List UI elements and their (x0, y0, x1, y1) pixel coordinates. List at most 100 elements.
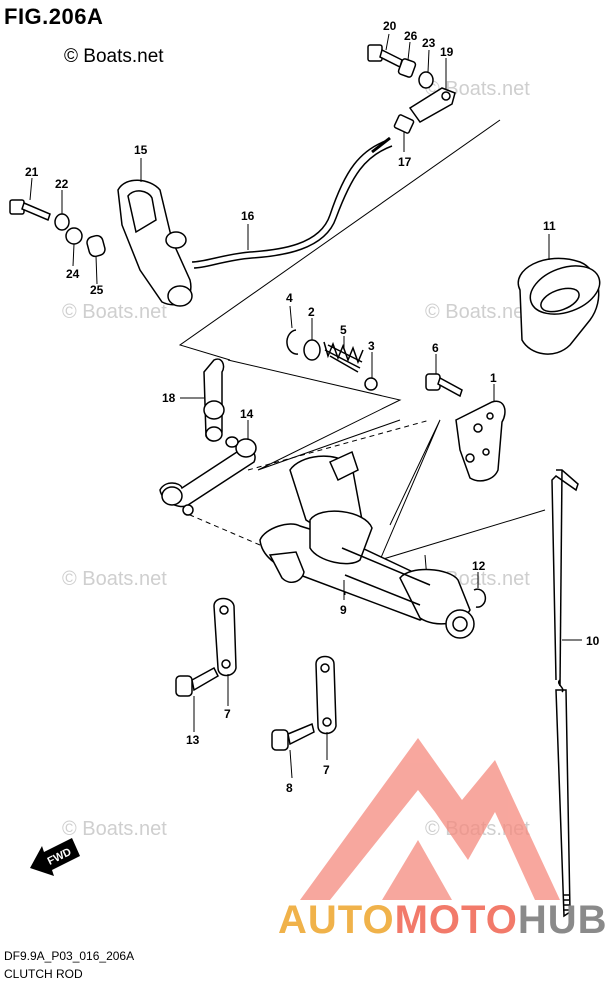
callout-label: 23 (422, 36, 436, 50)
lever-slot (127, 190, 157, 234)
leader-line (407, 41, 411, 61)
link-pin (205, 426, 223, 442)
link-7-hole (221, 659, 231, 669)
callout-label: 13 (186, 733, 200, 747)
callout-label: 18 (162, 391, 176, 405)
rod-joint-19-hole (441, 91, 451, 101)
callout-label: 26 (404, 29, 418, 43)
leader-line (385, 33, 390, 51)
callout-label: 15 (134, 143, 148, 157)
callout-label: 19 (440, 45, 454, 59)
clutch-rod-16 (191, 136, 393, 269)
plate-assembly (425, 373, 506, 482)
rod-thread (371, 136, 391, 154)
callout-label: 1 (490, 371, 497, 385)
grommet-hole (540, 287, 580, 313)
rod-10-body (559, 469, 563, 687)
rod-joint-assembly (367, 44, 456, 134)
lever-14-boss (235, 438, 257, 458)
rod-10-body (551, 469, 579, 681)
forward-arrow: FWD (30, 838, 80, 876)
rod-body (193, 145, 393, 269)
lever-14-boss (161, 486, 183, 506)
callout-label: 24 (66, 267, 80, 281)
rod-10-break (558, 679, 564, 693)
collar-26 (397, 58, 417, 78)
link-7-hole (320, 663, 330, 673)
shift-shaft-9 (259, 450, 475, 639)
nut-17 (393, 114, 415, 134)
callout-label: 21 (25, 165, 39, 179)
callout-label: 14 (240, 407, 254, 421)
plate-hole (473, 423, 483, 433)
bolt-21-shank (21, 201, 51, 222)
leader-line (427, 49, 430, 73)
link-18 (203, 358, 225, 442)
callout-numbers: 20 26 23 19 17 15 16 21 22 24 25 11 4 2 … (25, 19, 600, 795)
guide-line (379, 509, 546, 561)
bolt-20 (367, 44, 383, 62)
bolt-13-shank (191, 666, 219, 692)
leader-line (95, 255, 98, 285)
watermark-text: © Boats.net (62, 818, 167, 840)
link-7-hole (322, 717, 332, 727)
washer-22 (54, 213, 70, 231)
clip-12 (473, 588, 487, 608)
leader-line (289, 305, 293, 329)
rod-10 (551, 469, 579, 918)
shaft-line (341, 547, 431, 606)
watermark-text: © Boats.net (62, 301, 167, 323)
link-7-hole (219, 605, 229, 615)
callout-label: 2 (308, 305, 315, 319)
callout-label: 17 (398, 155, 412, 169)
shaft-foot (268, 551, 305, 583)
brand-hub: HUB (517, 898, 605, 942)
link-7-upper (213, 597, 237, 677)
brand-auto: AUTO (278, 898, 395, 942)
lever-pin (165, 231, 187, 249)
plate-hole (486, 412, 494, 420)
bolt-8-shank (287, 722, 315, 746)
guide-line (379, 419, 441, 561)
washer-2 (303, 339, 321, 361)
brand-moto: MOTO (394, 898, 518, 942)
detent-hardware (286, 329, 378, 391)
plate-1 (455, 400, 506, 482)
guide-line (189, 419, 431, 546)
callout-label: 8 (286, 781, 293, 795)
lever-hardware (9, 199, 106, 258)
plate-hole (465, 453, 475, 463)
figure-title: FIG.206A (4, 4, 104, 29)
callout-label: 6 (432, 341, 439, 355)
spring-5-coil (323, 341, 364, 365)
ball-3 (364, 377, 378, 391)
bolt-13-head (175, 675, 193, 697)
lever-15 (117, 179, 193, 307)
watermark-text: © Boats.net (425, 301, 530, 323)
shaft-end-bore (452, 616, 468, 632)
link-pin (203, 400, 225, 420)
copyright-notice: © Boats.net (64, 46, 164, 67)
lower-links (175, 597, 337, 751)
guide-line (178, 119, 501, 471)
watermark-text: © Boats.net (62, 568, 167, 590)
washer-24 (65, 227, 83, 245)
bolt-6-shank (437, 376, 463, 398)
automotohub-logo (300, 738, 560, 900)
callout-label: 25 (90, 283, 104, 297)
callout-label: 11 (543, 219, 556, 233)
forward-arrow-shape (30, 838, 80, 876)
shaft-end (399, 568, 471, 625)
callout-label: 4 (286, 291, 293, 305)
brand-watermark: AUTOMOTOHUB (278, 898, 605, 943)
leader-line (72, 243, 75, 267)
lever-boss (167, 285, 193, 307)
lever-14 (159, 436, 257, 516)
rod-10-lower (555, 689, 571, 918)
shaft-collar (309, 510, 373, 565)
callout-label: 20 (383, 19, 397, 33)
callout-label: 3 (368, 339, 375, 353)
link-7-lower (315, 655, 337, 735)
